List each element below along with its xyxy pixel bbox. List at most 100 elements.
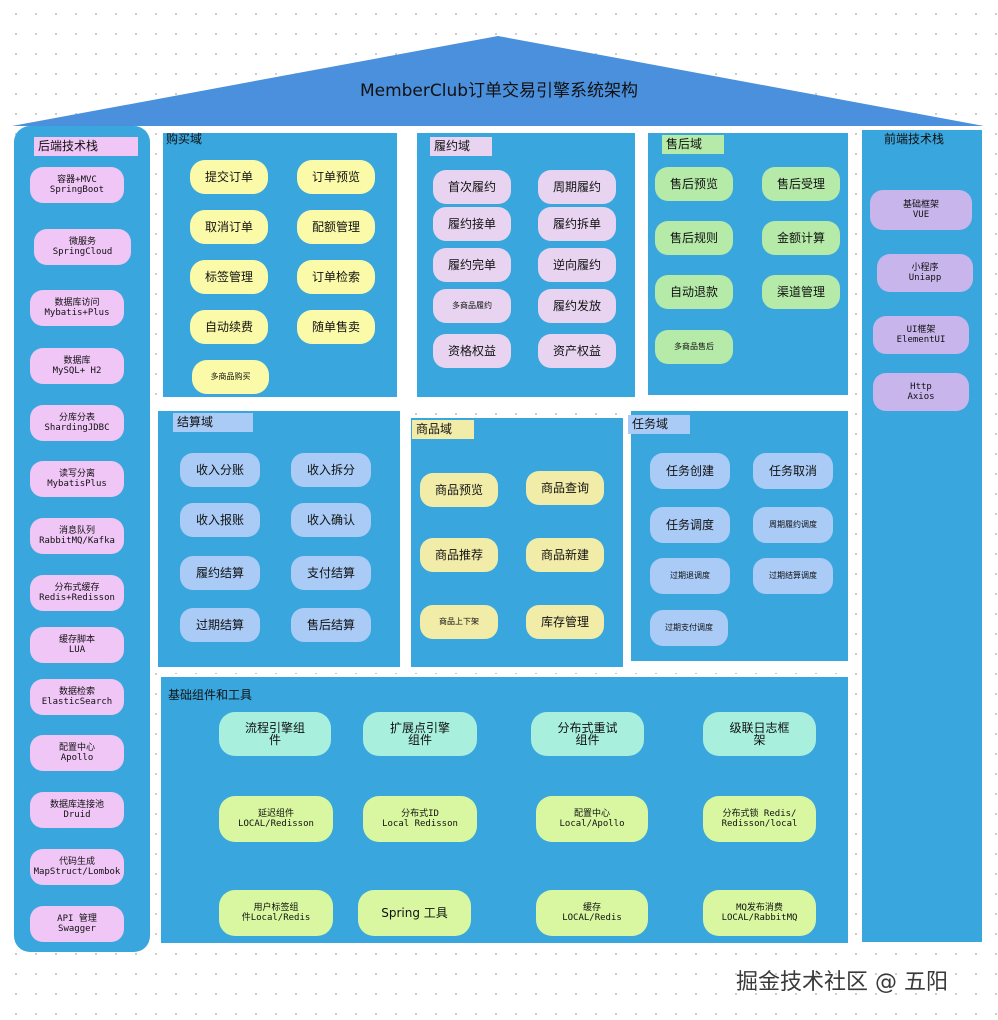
purchase-item-label: 自动续费 bbox=[204, 320, 253, 334]
purchase-item: 提交订单 bbox=[190, 160, 268, 194]
task-item-label: 周期履约调度 bbox=[769, 520, 817, 529]
base-item-label: 流程引擎组 件 bbox=[244, 721, 305, 747]
goods-item: 库存管理 bbox=[526, 605, 604, 639]
purchase-item: 配额管理 bbox=[297, 210, 375, 244]
fulfill-item-label: 首次履约 bbox=[447, 180, 496, 194]
goods-item: 商品预览 bbox=[420, 473, 498, 507]
base-item: 延迟组件 LOCAL/Redisson bbox=[219, 796, 333, 842]
fulfill-item-label: 履约拆单 bbox=[552, 217, 601, 231]
base-item-label: 级联日志框 架 bbox=[729, 721, 790, 747]
goods-item-label: 商品新建 bbox=[540, 548, 589, 562]
frontend-item: UI框架 ElementUI bbox=[873, 316, 969, 354]
base-item: 分布式重试 组件 bbox=[531, 712, 644, 756]
frontend-item: 小程序 Uniapp bbox=[877, 254, 973, 292]
aftersale-item-label: 售后规则 bbox=[669, 231, 718, 245]
task-item-label: 过期结算调度 bbox=[769, 571, 817, 580]
purchase-title: 购买域 bbox=[166, 132, 203, 146]
aftersale-item-label: 售后预览 bbox=[669, 177, 718, 191]
base-item: 配置中心 Local/Apollo bbox=[536, 796, 648, 842]
fulfill-item: 多商品履约 bbox=[433, 289, 511, 323]
settle-item: 售后结算 bbox=[291, 608, 371, 642]
base-item-label: 用户标签组 件Local/Redis bbox=[241, 903, 311, 923]
base-item: 扩展点引擎 组件 bbox=[363, 712, 477, 756]
backend-item: 容器+MVC SpringBoot bbox=[30, 167, 124, 203]
backend-item-label: 数据库 MySQL+ H2 bbox=[52, 356, 102, 376]
aftersale-item: 金额计算 bbox=[762, 221, 840, 255]
goods-item: 商品新建 bbox=[526, 538, 604, 572]
goods-item: 商品查询 bbox=[526, 471, 604, 505]
backend-item-label: 消息队列 RabbitMQ/Kafka bbox=[39, 526, 115, 546]
backend-item: 配置中心 Apollo bbox=[30, 735, 124, 771]
frontend-item-label: 小程序 Uniapp bbox=[908, 263, 942, 283]
aftersale-item-label: 渠道管理 bbox=[776, 285, 825, 299]
frontend-item: 基础框架 VUE bbox=[870, 190, 972, 230]
fulfill-item-label: 资格权益 bbox=[447, 344, 496, 358]
backend-item-label: 代码生成 MapStruct/Lombok bbox=[33, 857, 121, 877]
purchase-item-label: 标签管理 bbox=[204, 270, 253, 284]
base-item-label: 分布式重试 组件 bbox=[557, 721, 618, 747]
purchase-item-label: 随单售卖 bbox=[311, 320, 360, 334]
backend-item: 代码生成 MapStruct/Lombok bbox=[30, 849, 124, 885]
purchase-item-label: 配额管理 bbox=[311, 220, 360, 234]
purchase-item: 多商品购买 bbox=[192, 360, 269, 394]
goods-item-label: 商品推荐 bbox=[434, 548, 483, 562]
purchase-item: 标签管理 bbox=[190, 260, 268, 294]
aftersale-item-label: 多商品售后 bbox=[674, 342, 714, 351]
purchase-item: 取消订单 bbox=[190, 210, 268, 244]
backend-item-label: 配置中心 Apollo bbox=[58, 743, 95, 763]
fulfill-item: 资产权益 bbox=[538, 334, 616, 368]
base-title: 基础组件和工具 bbox=[168, 688, 253, 702]
fulfill-item: 履约接单 bbox=[433, 207, 511, 241]
fulfill-item: 逆向履约 bbox=[538, 248, 616, 282]
fulfill-item: 履约发放 bbox=[538, 289, 616, 323]
backend-title: 后端技术栈 bbox=[34, 137, 138, 156]
aftersale-item: 售后预览 bbox=[655, 167, 733, 201]
frontend-title: 前端技术栈 bbox=[884, 132, 945, 146]
aftersale-item: 渠道管理 bbox=[762, 275, 840, 309]
settle-item: 收入确认 bbox=[291, 503, 371, 537]
fulfill-item-label: 履约发放 bbox=[552, 299, 601, 313]
backend-item-label: 容器+MVC SpringBoot bbox=[49, 175, 105, 195]
settle-item-label: 收入确认 bbox=[306, 513, 355, 527]
purchase-item-label: 多商品购买 bbox=[210, 372, 251, 381]
fulfill-item: 资格权益 bbox=[433, 334, 511, 368]
frontend-item-label: UI框架 ElementUI bbox=[896, 325, 946, 345]
settle-item: 收入报账 bbox=[180, 503, 260, 537]
backend-item-label: 数据库访问 Mybatis+Plus bbox=[44, 298, 110, 318]
backend-item-label: 分库分表 ShardingJDBC bbox=[44, 413, 110, 433]
task-item-label: 过期退调度 bbox=[670, 571, 710, 580]
aftersale-item-label: 自动退款 bbox=[669, 285, 718, 299]
fulfill-item: 履约完单 bbox=[433, 248, 511, 282]
frontend-item-label: Http Axios bbox=[907, 382, 935, 402]
aftersale-item-label: 金额计算 bbox=[776, 231, 825, 245]
settle-item-label: 收入拆分 bbox=[306, 463, 355, 477]
fulfill-item-label: 多商品履约 bbox=[452, 301, 492, 310]
fulfill-item-label: 资产权益 bbox=[552, 344, 601, 358]
settle-item-label: 收入报账 bbox=[195, 513, 244, 527]
task-item-label: 任务创建 bbox=[665, 464, 714, 478]
backend-item-label: 微服务 SpringCloud bbox=[52, 237, 113, 257]
fulfill-item: 周期履约 bbox=[538, 170, 616, 204]
settle-item: 收入拆分 bbox=[291, 453, 371, 487]
task-item-label: 任务取消 bbox=[768, 464, 817, 478]
settle-title: 结算域 bbox=[173, 413, 253, 432]
base-item: MQ发布消费 LOCAL/RabbitMQ bbox=[703, 890, 816, 936]
backend-item: 读写分离 MybatisPlus bbox=[30, 461, 124, 497]
task-item: 任务创建 bbox=[650, 453, 730, 489]
task-item: 过期支付调度 bbox=[650, 610, 728, 646]
base-item: 用户标签组 件Local/Redis bbox=[219, 890, 333, 936]
fulfill-title: 履约域 bbox=[430, 137, 492, 156]
base-item-label: 配置中心 Local/Apollo bbox=[559, 809, 625, 829]
backend-item-label: API 管理 Swagger bbox=[57, 914, 97, 934]
fulfill-item-label: 周期履约 bbox=[552, 180, 601, 194]
base-item-label: Spring 工具 bbox=[381, 906, 448, 920]
aftersale-item: 售后规则 bbox=[655, 221, 733, 255]
backend-item-label: 分布式缓存 Redis+Redisson bbox=[39, 583, 115, 603]
purchase-item-label: 取消订单 bbox=[204, 220, 253, 234]
settle-item-label: 收入分账 bbox=[195, 463, 244, 477]
goods-item: 商品推荐 bbox=[420, 538, 498, 572]
backend-item: API 管理 Swagger bbox=[30, 906, 124, 942]
task-item-label: 任务调度 bbox=[665, 518, 714, 532]
purchase-item: 订单检索 bbox=[297, 260, 375, 294]
settle-item: 过期结算 bbox=[180, 608, 260, 642]
